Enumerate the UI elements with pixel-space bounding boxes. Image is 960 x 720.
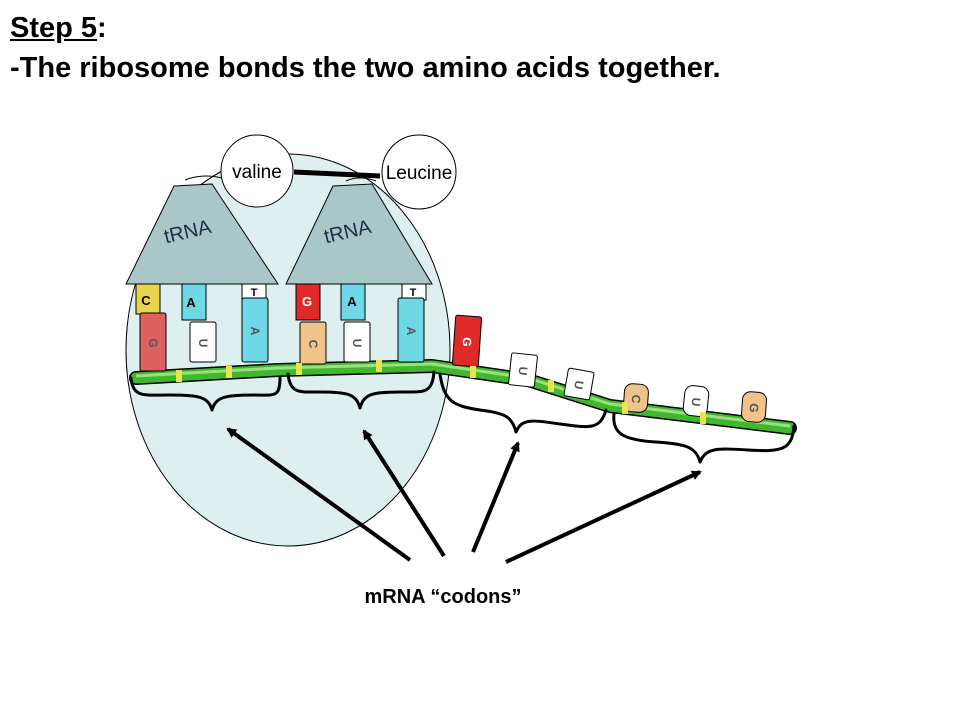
mrna-base-shape [563,367,595,401]
mrna-band [376,360,382,372]
trna-left: tRNA C A T [125,183,279,321]
mrna-base: U [682,385,710,417]
mrna-base-letter: G [747,403,762,413]
mrna-base: C [299,321,327,365]
anticodon-base-g [295,283,321,321]
arrow-to-codon-4 [505,470,702,564]
mrna-band [226,366,232,378]
mrna-base: U [343,321,371,363]
mrna-base-shape [508,352,538,388]
mrna-base-shape [397,297,425,363]
trna-stem-left [184,175,223,181]
trna-right: tRNA G A T [285,183,433,321]
anticodon-base-a [340,283,366,321]
anticodon-letter: A [186,295,196,310]
arrow-to-codon-3 [471,441,520,553]
mrna-base-letter: U [515,366,530,376]
anticodon-letter: T [251,287,258,299]
mrna-base: U [189,321,217,363]
mrna-base-letter: G [460,337,475,347]
codon-brace-2 [286,370,436,410]
mrna-band [622,402,628,414]
mrna-base-shape [189,321,217,363]
mrna-base: G [741,391,767,423]
codon-brace-1 [129,376,282,412]
mrna-base: C [623,383,649,413]
mrna-base-letter: U [350,339,364,348]
mrna-base: A [397,297,425,363]
anticodon-letter: G [302,294,312,309]
codon-brace-3 [438,372,608,434]
amino-acid-leucine: Leucine [381,134,457,210]
mrna-base-letter: C [629,394,644,404]
mrna-base-letter: U [688,397,703,407]
anticodon-letter: C [141,293,151,308]
mrna-base-letter: G [146,338,160,347]
mrna-base: G [451,314,483,368]
mrna-bases: G U A C U A G U U C U G [139,297,767,424]
mrna-base-letter: A [248,327,262,336]
codon-brace-4 [612,412,796,464]
amino-acid-label: Leucine [386,163,453,184]
mrna-base-letter: C [306,340,320,349]
mrna-base: U [563,367,595,401]
mrna-base-shape [623,383,649,413]
amino-acid-label: valine [232,162,282,183]
mrna-band [548,380,554,392]
mrna-base-shape [139,312,167,372]
mrna-band [700,412,706,424]
mrna-base-letter: A [404,327,418,336]
mrna-base-shape [241,297,269,363]
step-label: Step 5 [10,12,98,44]
anticodon-letter: A [347,294,357,309]
mrna-base: G [139,312,167,372]
mrna-base-shape [682,385,710,417]
step-colon: : [97,12,107,44]
mrna-band [296,363,302,375]
mrna-band [470,366,476,378]
mrna-base-letter: U [196,339,210,348]
arrow-to-codon-2 [362,429,446,558]
anticodon-letter: T [410,287,417,299]
mrna-base-shape [343,321,371,363]
trna-stem-right [345,177,377,182]
mrna-base-shape [299,321,327,365]
slide-heading: Step 5: -The ribosome bonds the two amin… [10,8,721,88]
anticodon-base-c [135,283,161,315]
peptide-bond [293,169,381,179]
mrna-base-shape [741,391,767,423]
mrna-codons-caption: mRNA “codons” [364,586,521,608]
mrna-base: A [241,297,269,363]
mrna-band [176,370,182,382]
arrow-to-codon-1 [226,427,412,562]
mrna-base-shape [451,314,483,368]
amino-acid-valine: valine [220,134,294,208]
step-description: -The ribosome bonds the two amino acids … [10,52,721,84]
mrna-base: U [508,352,538,388]
anticodon-base-a [181,283,207,321]
mrna-base-letter: U [571,379,586,390]
